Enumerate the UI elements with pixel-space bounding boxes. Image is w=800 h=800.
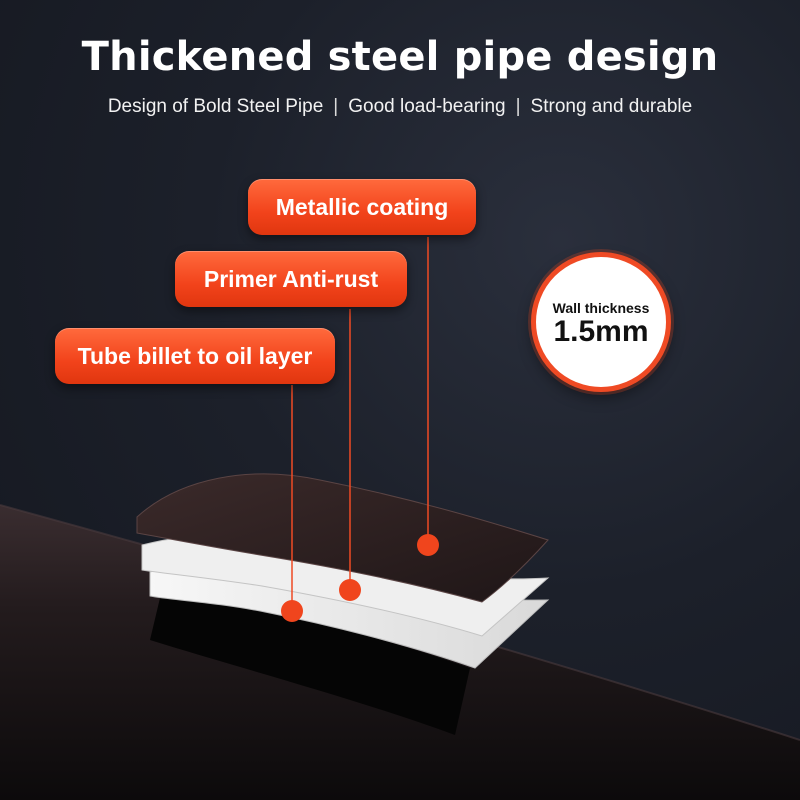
subtitle-item: Strong and durable (530, 96, 693, 117)
subtitle-bar: Design of Bold Steel Pipe | Good load-bear… (0, 96, 800, 118)
wall-thickness-label: Wall thickness (552, 300, 650, 317)
subtitle-separator: | (333, 96, 339, 117)
wall-thickness-badge: Wall thickness 1.5mm (531, 252, 671, 392)
pipe-cut-opening (150, 598, 470, 735)
marker-dot-primer (339, 579, 361, 601)
layer-metallic-coating (136, 473, 549, 603)
page-title: Thickened steel pipe design (81, 34, 719, 80)
marker-dot-oil (281, 600, 303, 622)
label-tube-billet-oil-layer: Tube billet to oil layer (55, 328, 335, 384)
marker-dot-coating (417, 534, 439, 556)
subtitle-separator: | (515, 96, 521, 117)
subtitle-item: Design of Bold Steel Pipe (107, 96, 324, 117)
subtitle-item: Good load-bearing (348, 96, 506, 117)
wall-thickness-value: 1.5mm (553, 315, 649, 349)
label-metallic-coating: Metallic coating (248, 179, 476, 235)
label-primer-anti-rust: Primer Anti-rust (175, 251, 407, 307)
